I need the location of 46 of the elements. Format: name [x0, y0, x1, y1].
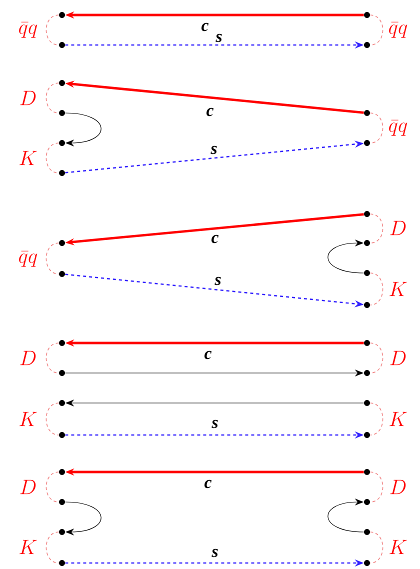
meson-arc	[370, 532, 384, 564]
meson-label: $D$	[390, 480, 406, 494]
quark-label: c	[201, 22, 209, 32]
meson-arc	[46, 142, 60, 174]
quark-label: c	[204, 350, 212, 360]
quark-arrow	[64, 112, 102, 147]
meson-arc	[370, 272, 384, 306]
meson-arc	[46, 82, 60, 114]
quark-label: s	[214, 276, 221, 286]
quark-label: c	[211, 234, 219, 244]
meson-label: $K$	[390, 282, 407, 296]
meson-label: $K$	[390, 540, 407, 554]
quark-label: c	[204, 480, 212, 488]
quark-arrow	[328, 498, 364, 532]
quark-arrow	[328, 239, 364, 274]
quark-label: s	[212, 420, 218, 428]
meson-label: $D$	[390, 350, 406, 366]
meson-arc	[370, 214, 384, 244]
meson-arc	[46, 242, 60, 274]
meson-label: $\bar{q}q$	[389, 120, 408, 136]
meson-label: $\bar{q}q$	[389, 22, 408, 38]
meson-arc	[370, 14, 384, 46]
meson-label: $K$	[20, 412, 37, 426]
meson-label: $D$	[20, 480, 36, 494]
meson-label: $\bar{q}q$	[19, 250, 38, 267]
quark-label: s	[210, 146, 217, 154]
meson-arc	[370, 402, 384, 436]
meson-label: $K$	[20, 540, 37, 554]
meson-arc	[46, 402, 60, 436]
meson-label: $\bar{q}q$	[19, 22, 38, 38]
meson-arc	[46, 472, 60, 502]
quark-label: c	[206, 108, 214, 116]
quark-label: s	[212, 548, 218, 558]
meson-arc	[370, 472, 384, 502]
meson-arc	[46, 342, 60, 374]
meson-label: $K$	[390, 412, 407, 426]
meson-arc	[370, 112, 384, 144]
meson-label: $D$	[20, 350, 36, 366]
meson-label: $D$	[20, 90, 36, 106]
quark-arrow	[64, 502, 102, 536]
meson-arc	[46, 532, 60, 564]
meson-label: $D$	[390, 220, 406, 236]
meson-label: $K$	[20, 150, 37, 166]
quark-label: s	[216, 34, 222, 42]
meson-arc	[370, 342, 384, 374]
meson-arc	[46, 14, 60, 46]
